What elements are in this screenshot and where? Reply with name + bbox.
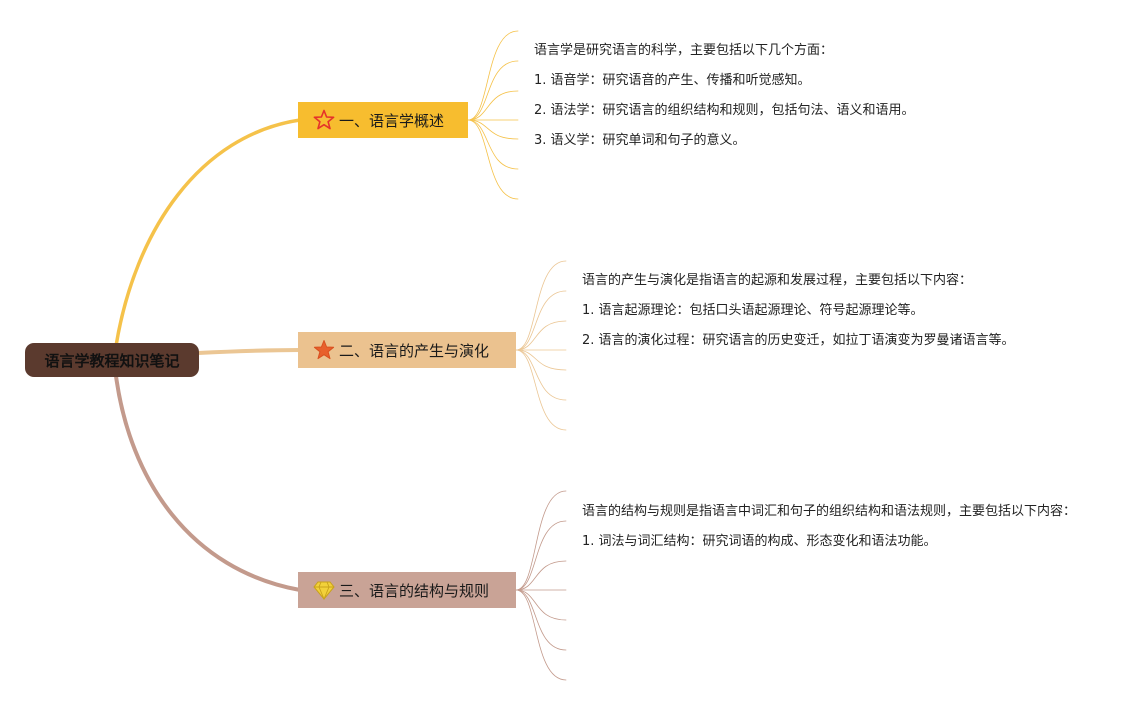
root-node[interactable]: 语言学教程知识笔记 (25, 343, 199, 377)
note-line: 语言学是研究语言的科学，主要包括以下几个方面： (534, 43, 834, 58)
note-line: 1. 词法与词汇结构：研究词语的构成、形态变化和语法功能。 (582, 534, 937, 549)
root-label: 语言学教程知识笔记 (44, 351, 180, 370)
root-connector-origin-evolution (196, 348, 302, 355)
note-connector (515, 290, 567, 351)
note-connector (467, 119, 519, 140)
notes-origin-evolution: 语言的产生与演化是指语言的起源和发展过程，主要包括以下内容： 1. 语言起源理论… (582, 271, 1102, 361)
note-connector (515, 349, 567, 431)
branch-label: 三、语言的结构与规则 (339, 581, 490, 600)
note-line: 语言的结构与规则是指语言中词汇和句子的组织结构和语法规则，主要包括以下内容： (582, 504, 1077, 519)
note-connector (515, 320, 567, 351)
note-connector (467, 60, 519, 121)
notes-overview: 语言学是研究语言的科学，主要包括以下几个方面： 1. 语音学：研究语音的产生、传… (534, 41, 1074, 161)
star-outline-icon (312, 108, 336, 132)
note-connector (467, 119, 519, 170)
note-line: 3. 语义学：研究单词和句子的意义。 (534, 133, 746, 148)
branch-node-structure-rules[interactable]: 三、语言的结构与规则 (298, 572, 516, 608)
note-connector (515, 589, 567, 651)
note-connector (515, 560, 567, 591)
note-line: 2. 语言的演化过程：研究语言的历史变迁，如拉丁语演变为罗曼诸语言等。 (582, 333, 1015, 348)
branch-node-overview[interactable]: 一、语言学概述 (298, 102, 468, 138)
note-connector (515, 349, 567, 401)
branch-label: 一、语言学概述 (339, 111, 445, 130)
note-line: 2. 语法学：研究语言的组织结构和规则，包括句法、语义和语用。 (534, 103, 915, 118)
branch-node-origin-evolution[interactable]: 二、语言的产生与演化 (298, 332, 516, 368)
note-connector (467, 90, 519, 121)
notes-structure-rules: 语言的结构与规则是指语言中词汇和句子的组织结构和语法规则，主要包括以下内容： 1… (582, 502, 1082, 562)
note-connector (515, 349, 567, 371)
note-connector (515, 520, 567, 591)
note-connector (515, 589, 567, 681)
star-filled-icon (312, 338, 336, 362)
root-connector-overview (114, 118, 302, 348)
note-connector (467, 30, 519, 121)
note-connector (515, 589, 567, 621)
note-line: 1. 语言起源理论：包括口头语起源理论、符号起源理论等。 (582, 303, 924, 318)
branch-label: 二、语言的产生与演化 (339, 341, 490, 360)
note-line: 1. 语音学：研究语音的产生、传播和听觉感知。 (534, 73, 811, 88)
note-connector (515, 260, 567, 351)
note-connector (515, 490, 567, 591)
diamond-icon (312, 578, 336, 602)
root-connector-structure-rules (114, 374, 302, 592)
note-connector (467, 119, 519, 200)
note-line: 语言的产生与演化是指语言的起源和发展过程，主要包括以下内容： (582, 273, 973, 288)
